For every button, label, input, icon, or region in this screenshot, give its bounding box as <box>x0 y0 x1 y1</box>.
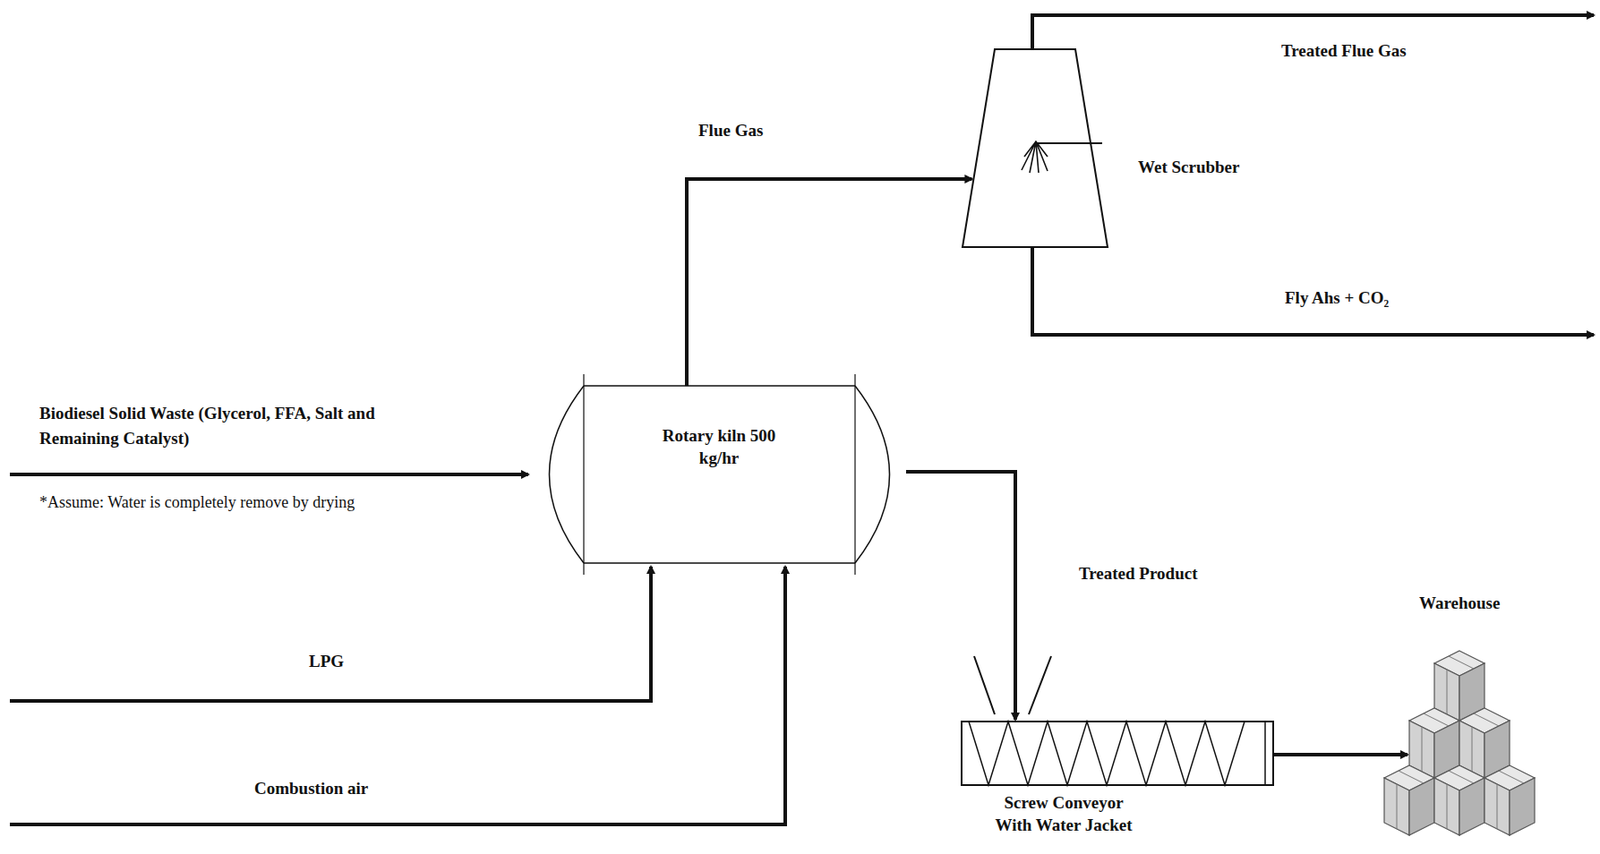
rotary-kiln-outline <box>530 385 907 564</box>
node-label: Warehouse <box>1419 592 1500 616</box>
node-label: Wet Scrubber <box>1137 156 1240 180</box>
stream-label: LPG <box>307 649 346 675</box>
kiln-seam <box>583 374 856 575</box>
wet-scrubber-outline <box>962 49 1108 248</box>
box-tape <box>1446 656 1474 715</box>
outlet-line <box>1032 247 1594 335</box>
node-label: Screw Conveyor With Water Jacket <box>983 792 1144 837</box>
kiln-shell <box>583 385 856 564</box>
conveyor-trough <box>961 721 1274 786</box>
spray-pipe <box>1035 142 1103 145</box>
screw-conveyor: Screw Conveyor With Water Jacket <box>961 721 1274 786</box>
stream-label: Biodiesel Solid Waste (Glycerol, FFA, Sa… <box>37 401 382 451</box>
box-tape <box>1396 770 1424 830</box>
feed-line <box>9 472 529 477</box>
box-icon <box>1434 765 1485 836</box>
kiln-end <box>549 385 585 564</box>
box-tape <box>1471 713 1499 772</box>
box-icon <box>1384 765 1435 836</box>
stream-label: Treated Flue Gas <box>1279 38 1409 64</box>
spray-nozzle <box>1021 141 1048 173</box>
hopper <box>974 656 1052 715</box>
box-tape <box>1497 770 1524 830</box>
scrubber-body <box>962 49 1108 248</box>
stream-label: *Assume: Water is completely remove by d… <box>37 490 357 514</box>
flow-arrow <box>686 179 972 386</box>
box-icon <box>1409 708 1460 779</box>
box-face <box>1459 778 1485 836</box>
warehouse-boxes <box>1384 650 1535 836</box>
stream-label: Combustion air <box>252 776 370 802</box>
screw-conveyor-outline <box>961 721 1274 786</box>
wet-scrubber: Wet Scrubber <box>962 49 1108 248</box>
box-tape <box>1446 770 1474 830</box>
lpg-line <box>9 566 651 702</box>
screw-flight <box>968 721 1245 786</box>
rotary-kiln: Rotary kiln 500 kg/hr <box>530 385 907 564</box>
box-face <box>1409 778 1435 836</box>
box-tape <box>1421 713 1449 772</box>
warehouse: Warehouse <box>1409 592 1553 837</box>
kiln-end <box>855 385 890 564</box>
flow-arrow <box>1273 752 1408 757</box>
air-line <box>9 566 786 825</box>
warehouse-outline <box>1409 592 1553 837</box>
node-label: Rotary kiln 500 kg/hr <box>659 425 779 470</box>
box-icon <box>1434 650 1485 721</box>
box-face <box>1509 778 1535 836</box>
stream-label: Treated Product <box>1077 561 1199 587</box>
stream-label: Fly Ahs + CO₂ <box>1283 285 1391 311</box>
stream-label: Flue Gas <box>696 118 765 144</box>
conveyor-end <box>1264 721 1267 786</box>
flow-arrow <box>906 471 1016 720</box>
box-icon <box>1459 708 1510 779</box>
box-icon <box>1484 765 1535 836</box>
